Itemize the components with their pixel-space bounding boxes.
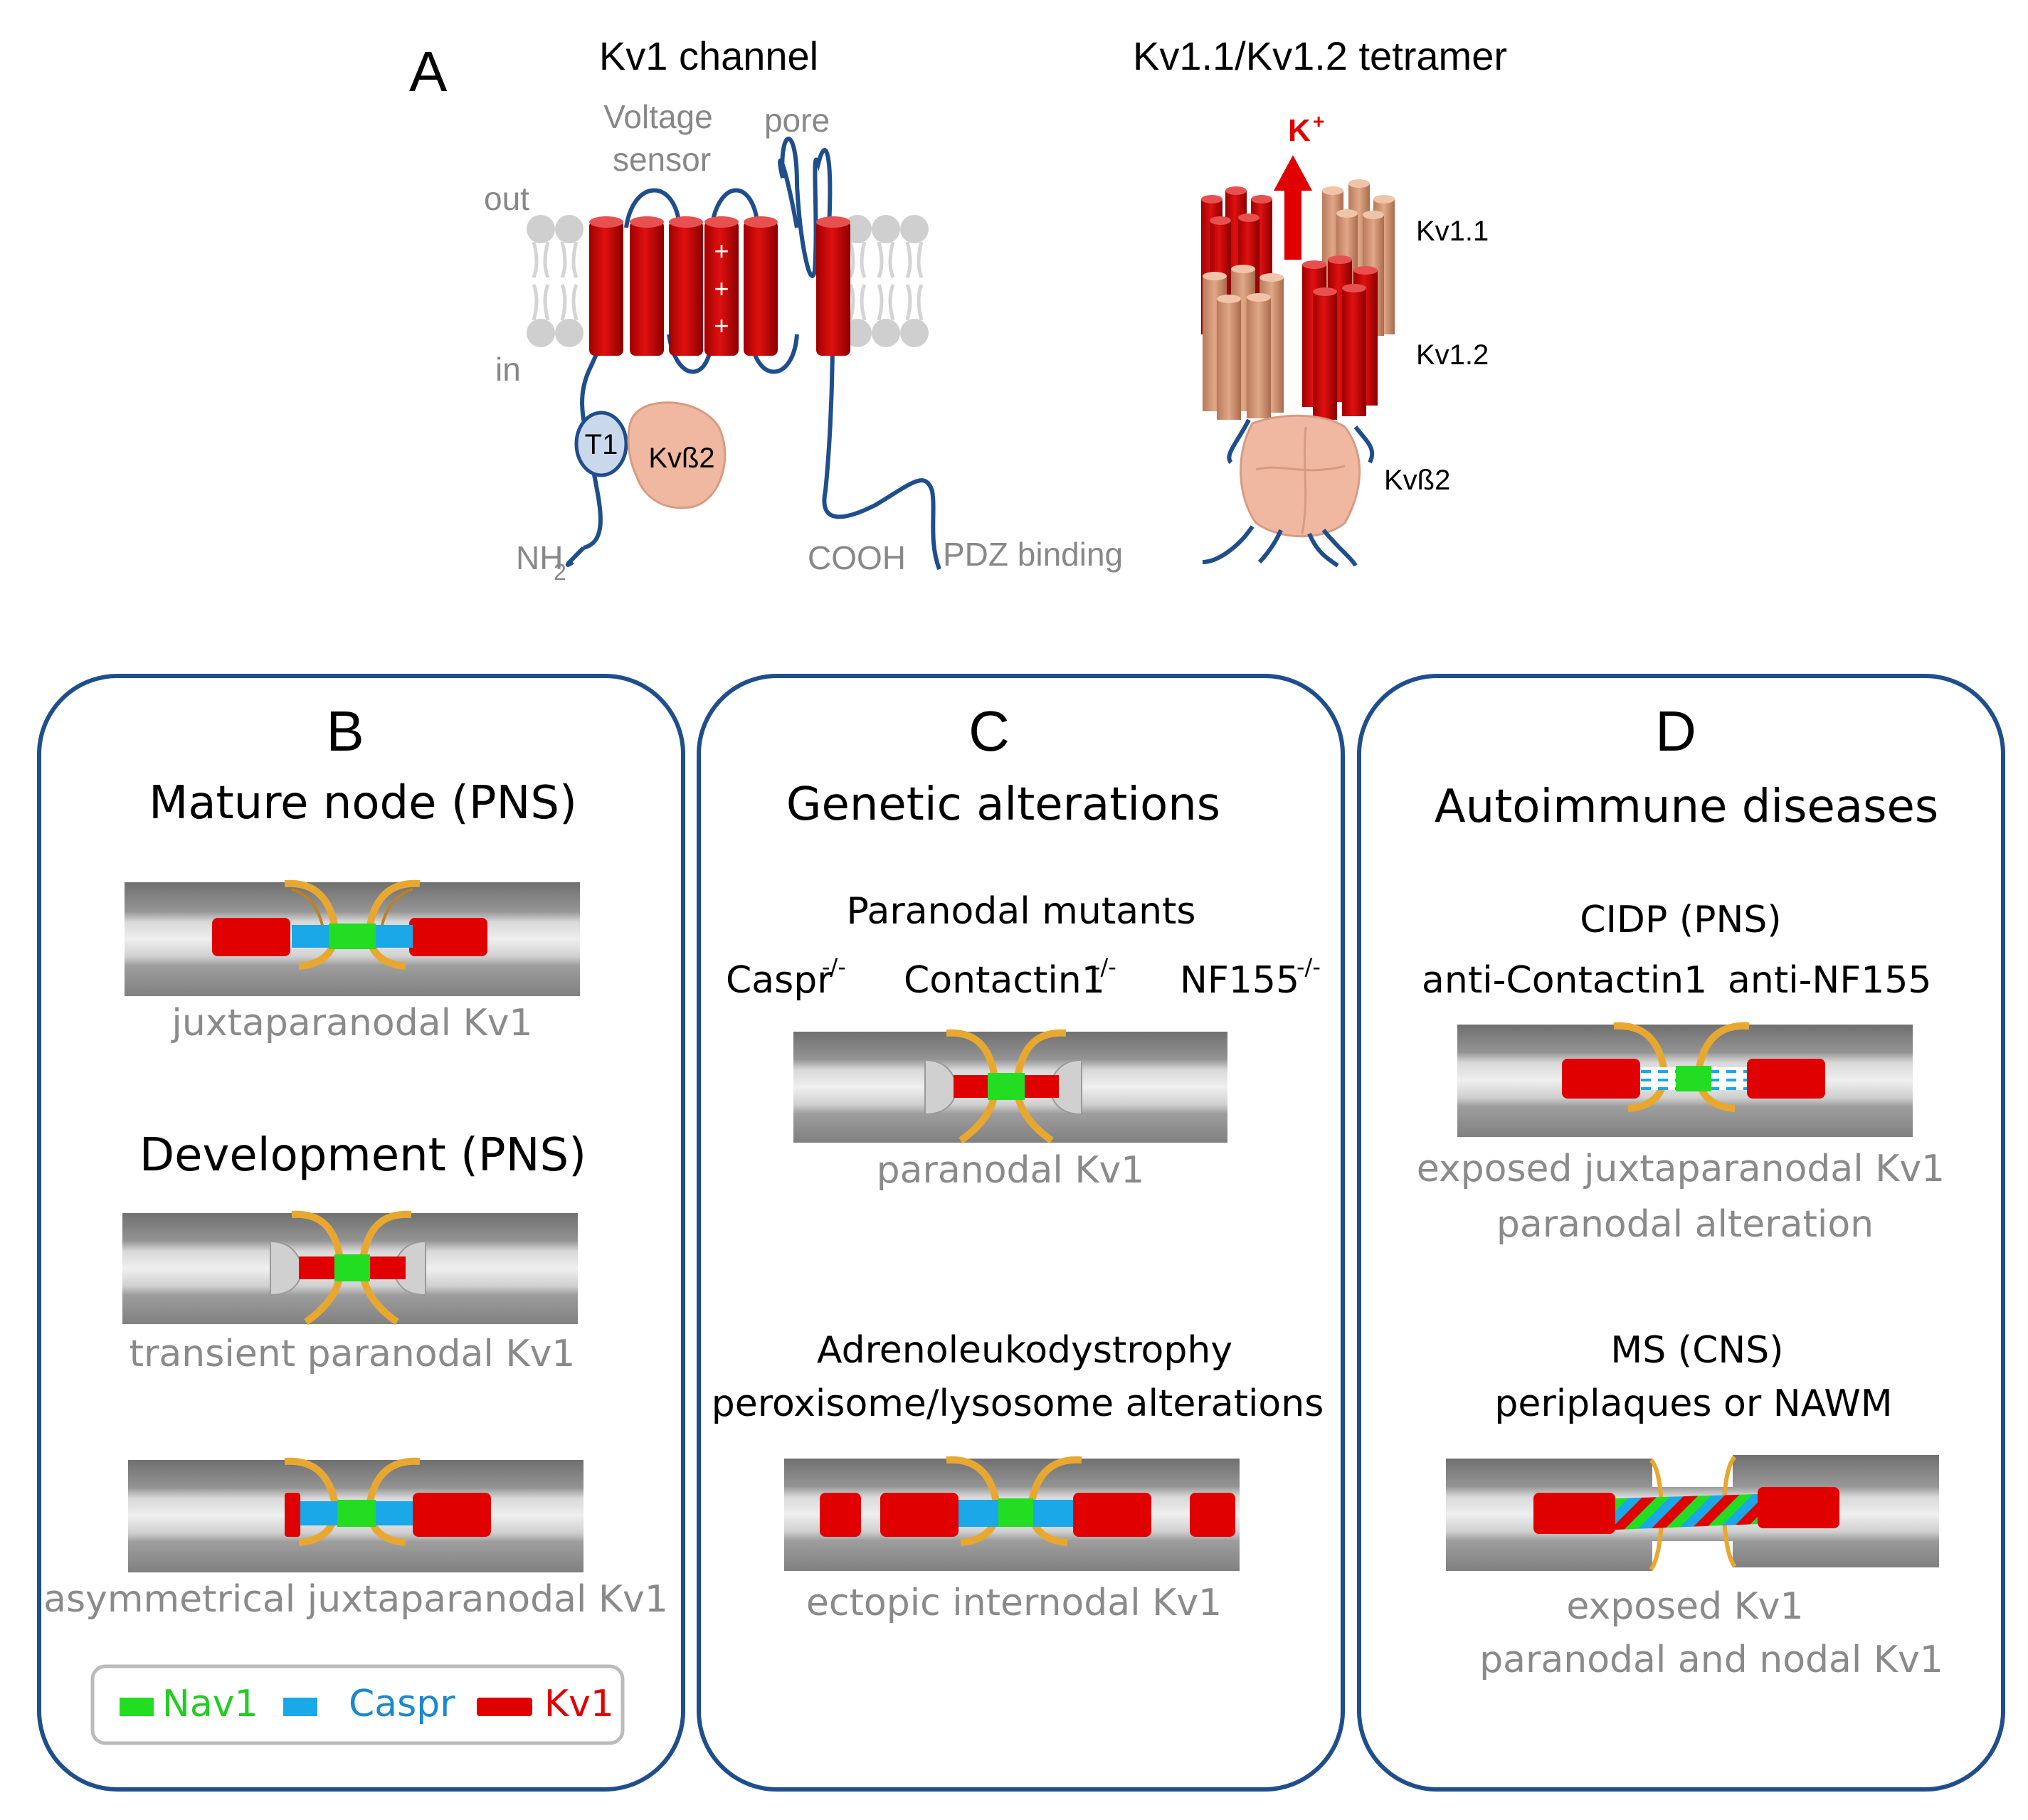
node-diagram-ms: [1446, 1455, 1939, 1571]
antibody-contactin1: anti-Contactin1: [1422, 959, 1707, 1002]
kvb2-tetramer: [1240, 414, 1361, 538]
panel-c-sub2a: Adrenoleukodystrophy: [817, 1329, 1232, 1372]
kplus-label: K: [1288, 113, 1311, 148]
t1-label: T1: [585, 429, 618, 460]
panel-d-sub2b: periplaques or NAWM: [1494, 1382, 1892, 1425]
tetramer-illustration: [1201, 155, 1395, 568]
out-label: out: [484, 180, 529, 217]
legend-caspr: Caspr: [349, 1683, 455, 1725]
mutant-contactin1-sup: -/-: [1092, 953, 1116, 980]
plus-sign-2: +: [714, 274, 729, 303]
tetramer-title: Kv1.1/Kv1.2 tetramer: [1133, 33, 1507, 78]
panel-a: A Kv1 channel Kv1.1/Kv1.2 tetramer out i…: [409, 33, 1507, 585]
node-diagram-paranodal-mutant: [793, 1029, 1227, 1144]
panel-c-sub1: Paranodal mutants: [846, 890, 1195, 933]
panel-d-sub2a: MS (CNS): [1610, 1329, 1783, 1372]
mutant-caspr: Caspr: [726, 959, 833, 1002]
panel-d: D Autoimmune diseases CIDP (PNS) anti-Co…: [1417, 699, 1945, 1681]
kplus-arrow-head: [1274, 155, 1312, 191]
kv11-label: Kv1.1: [1416, 216, 1489, 247]
panel-d-sub1: CIDP (PNS): [1580, 899, 1781, 941]
kvb2-label-left: Kvß2: [648, 443, 714, 474]
mutant-nf155: NF155: [1180, 959, 1299, 1002]
legend-nav1: Nav1: [162, 1683, 258, 1725]
legend-swatch-nav1: [120, 1698, 154, 1716]
panel-c: C Genetic alterations Paranodal mutants …: [712, 699, 1324, 1624]
caption-d2a: exposed Kv1: [1566, 1585, 1803, 1628]
pore-label: pore: [764, 102, 830, 139]
kplus-arrow-shaft: [1284, 189, 1301, 260]
panel-a-letter: A: [409, 40, 448, 103]
panel-b-letter: B: [326, 699, 364, 763]
node-diagram-ectopic: [784, 1456, 1240, 1571]
tm-helices: [589, 216, 850, 356]
in-label: in: [495, 351, 521, 388]
legend-swatch-caspr: [283, 1698, 317, 1716]
node-diagram-development: [122, 1210, 578, 1326]
nh2-tail: [565, 546, 586, 567]
panel-d-letter: D: [1655, 699, 1696, 763]
kv12-label: Kv1.2: [1416, 339, 1489, 371]
caption-b2: transient paranodal Kv1: [130, 1333, 576, 1375]
nh2-subscript: 2: [554, 559, 566, 585]
kv12-subunits: [1203, 255, 1378, 420]
caption-d1b: paranodal alteration: [1496, 1203, 1874, 1246]
panel-d-title: Autoimmune diseases: [1435, 781, 1938, 833]
voltage-label: Voltage: [603, 98, 712, 135]
node-diagram-asymmetrical: [128, 1457, 583, 1572]
panel-c-letter: C: [968, 699, 1010, 763]
antibody-nf155: anti-NF155: [1728, 959, 1931, 1002]
sensor-label: sensor: [613, 141, 711, 178]
kplus-superscript: +: [1313, 110, 1324, 132]
node-diagram-cidp: [1457, 1022, 1913, 1137]
plus-sign-1: +: [714, 236, 729, 265]
caption-b1: juxtaparanodal Kv1: [171, 1002, 532, 1044]
mutant-contactin1: Contactin1: [904, 959, 1105, 1002]
cooh-label: COOH: [808, 539, 906, 576]
panel-b-frame: [37, 674, 685, 1792]
panel-c-sub2b: peroxisome/lysosome alterations: [712, 1382, 1324, 1425]
panel-b-title: Mature node (PNS): [149, 777, 577, 830]
panel-b-subtitle-development: Development (PNS): [139, 1129, 586, 1182]
caption-c2: ectopic internodal Kv1: [806, 1582, 1222, 1624]
panel-b: B Mature node (PNS) juxtaparanodal Kv1 D…: [43, 699, 668, 1745]
caption-b3: asymmetrical juxtaparanodal Kv1: [43, 1578, 668, 1621]
legend-swatch-kv1: [477, 1698, 532, 1716]
nh2-label: NH: [516, 539, 563, 576]
kv1-channel-title: Kv1 channel: [599, 33, 818, 78]
panel-d-frame: [1357, 674, 2005, 1792]
plus-sign-3: +: [714, 311, 729, 340]
mutant-nf155-sup: -/-: [1296, 953, 1321, 980]
legend: Nav1 Caspr Kv1: [90, 1664, 625, 1745]
caption-d1a: exposed juxtaparanodal Kv1: [1417, 1148, 1945, 1190]
node-diagram-mature: [125, 879, 580, 996]
kvb2-label-right: Kvß2: [1384, 465, 1450, 496]
mutant-caspr-sup: -/-: [822, 953, 846, 980]
caption-d2b: paranodal and nodal Kv1: [1479, 1639, 1943, 1681]
t1-domain: [574, 411, 628, 477]
legend-kv1: Kv1: [544, 1683, 614, 1725]
pdz-label: PDZ binding: [943, 536, 1123, 573]
kvb2-subunit: [627, 401, 727, 509]
caption-c1: paranodal Kv1: [877, 1149, 1145, 1192]
panel-c-title: Genetic alterations: [786, 778, 1220, 831]
panel-c-frame: [697, 674, 1345, 1792]
